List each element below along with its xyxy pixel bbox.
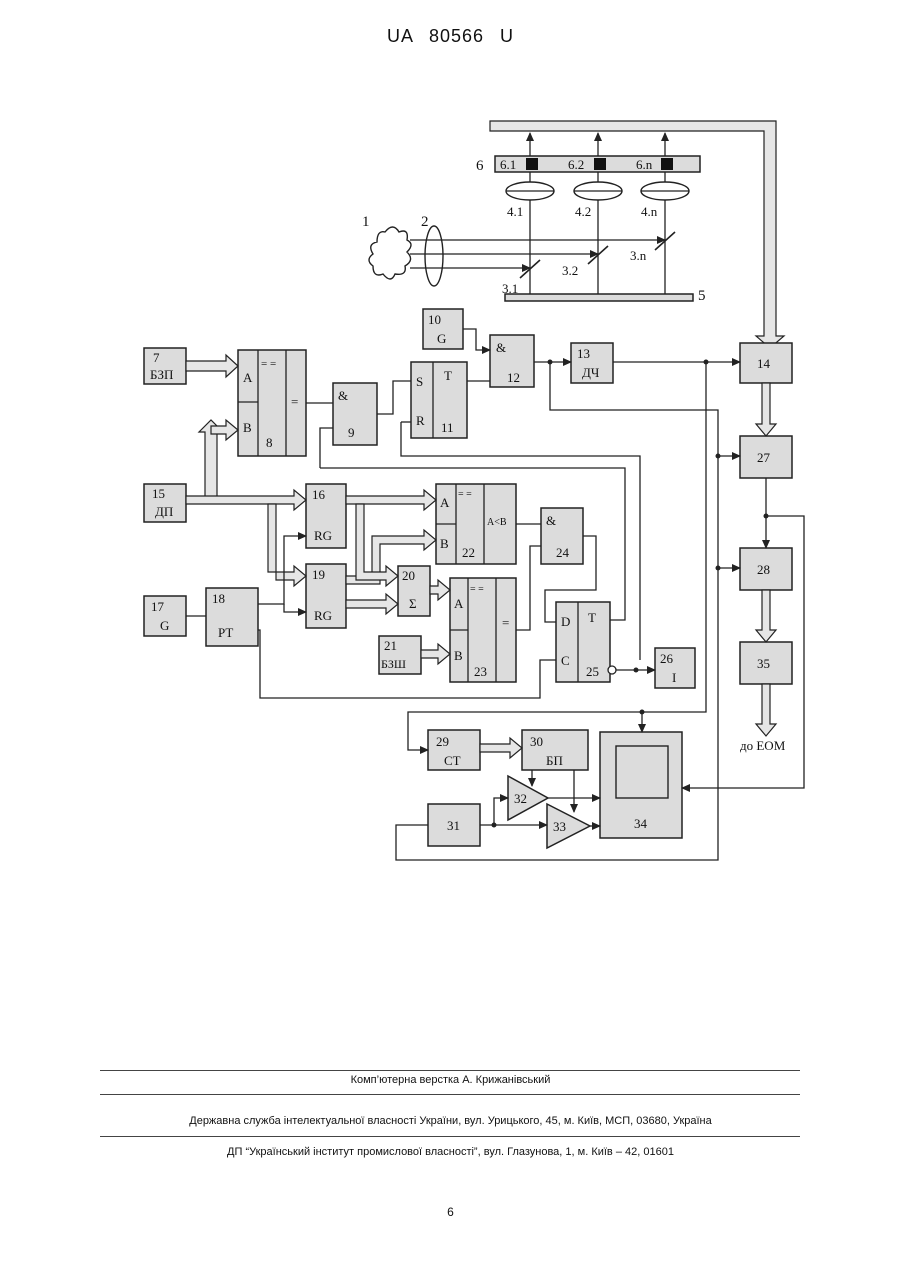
- block-26-num: 26: [660, 651, 674, 666]
- block-32-num: 32: [514, 791, 527, 806]
- block-11-r: R: [416, 413, 425, 428]
- block-22-num: 22: [462, 545, 475, 560]
- block-23-a: A: [454, 596, 464, 611]
- block-22-eq: = =: [458, 489, 472, 500]
- label-5: 5: [698, 288, 706, 304]
- block-8-out: =: [291, 394, 298, 409]
- sensor-6-n: [661, 158, 673, 170]
- block-16-num: 16: [312, 487, 326, 502]
- label-6-n: 6.n: [636, 157, 653, 172]
- block-18-num: 18: [212, 591, 225, 606]
- block-8-num: 8: [266, 435, 273, 450]
- block-11-num: 11: [441, 420, 454, 435]
- block-11-s: S: [416, 374, 423, 389]
- label-3-n: 3.n: [630, 248, 647, 263]
- label-4-2: 4.2: [575, 204, 591, 219]
- block-29-num: 29: [436, 734, 449, 749]
- footer-institute: ДП “Український інститут промислової вла…: [0, 1146, 901, 1158]
- block-24-num: 24: [556, 545, 570, 560]
- block-12-num: 12: [507, 370, 520, 385]
- block-26-text: I: [672, 670, 676, 685]
- block-30-text: БП: [546, 753, 563, 768]
- block-9-num: 9: [348, 425, 355, 440]
- block-25-c: C: [561, 653, 570, 668]
- label-2: 2: [421, 214, 429, 230]
- block-16-text: RG: [314, 528, 332, 543]
- block-23-b: B: [454, 648, 463, 663]
- block-22-out: A<B: [487, 517, 507, 528]
- block-18-text: РТ: [218, 625, 233, 640]
- to-computer-label: до ЕОМ: [740, 738, 786, 753]
- block-25-inverse-output: [608, 666, 616, 674]
- block-35-num: 35: [757, 656, 770, 671]
- block-21-text: БЗШ: [381, 657, 406, 671]
- block-15-text: ДП: [155, 504, 173, 519]
- footer-rule-3: [100, 1136, 800, 1137]
- block-17-text: G: [160, 618, 169, 633]
- blocks: 7 БЗП A B = = = 8 & 9 10 G S R T 11 & 12…: [144, 309, 792, 848]
- block-25-t: T: [588, 610, 596, 625]
- block-19-text: RG: [314, 608, 332, 623]
- label-6: 6: [476, 158, 484, 174]
- block-7-text: БЗП: [150, 367, 173, 382]
- label-1: 1: [362, 214, 370, 230]
- sensor-6-2: [594, 158, 606, 170]
- footer-rule-1: [100, 1070, 800, 1071]
- block-28-num: 28: [757, 562, 770, 577]
- block-34-num: 34: [634, 816, 648, 831]
- block-25-num: 25: [586, 664, 599, 679]
- block-19-num: 19: [312, 567, 325, 582]
- display-screen: [616, 746, 668, 798]
- page-number: 6: [0, 1205, 901, 1219]
- block-17-num: 17: [151, 599, 165, 614]
- object-1: [369, 227, 411, 279]
- block-11-t: T: [444, 368, 452, 383]
- block-20-num: 20: [402, 568, 415, 583]
- block-13-text: ДЧ: [582, 365, 600, 380]
- block-10-text: G: [437, 331, 446, 346]
- block-27-num: 27: [757, 450, 771, 465]
- block-29-text: СТ: [444, 753, 461, 768]
- block-15-num: 15: [152, 486, 165, 501]
- block-8-a: A: [243, 370, 253, 385]
- block-23-num: 23: [474, 664, 487, 679]
- block-31-num: 31: [447, 818, 460, 833]
- sensor-6-1: [526, 158, 538, 170]
- block-23-eq: = =: [470, 584, 484, 595]
- label-6-1: 6.1: [500, 157, 516, 172]
- block-12-sym: &: [496, 340, 506, 355]
- block-8-b: B: [243, 420, 252, 435]
- label-4-1: 4.1: [507, 204, 523, 219]
- block-30-num: 30: [530, 734, 543, 749]
- block-20-text: Σ: [409, 596, 417, 611]
- label-4-n: 4.n: [641, 204, 658, 219]
- block-10-num: 10: [428, 312, 441, 327]
- base-5: [505, 294, 693, 301]
- block-22-a: A: [440, 495, 450, 510]
- footer-rule-2: [100, 1094, 800, 1095]
- lens-2: [425, 226, 443, 286]
- footer-typesetter: Комп’ютерна верстка А. Крижанівський: [0, 1074, 901, 1086]
- block-8-eq: = =: [261, 358, 276, 370]
- block-33-num: 33: [553, 819, 566, 834]
- block-22-b: B: [440, 536, 449, 551]
- block-13-num: 13: [577, 346, 590, 361]
- block-25-d: D: [561, 614, 570, 629]
- label-6-2: 6.2: [568, 157, 584, 172]
- top-bus-arrow: [490, 121, 784, 348]
- footer-agency: Державна служба інтелектуальної власност…: [0, 1115, 901, 1127]
- block-21-num: 21: [384, 638, 397, 653]
- block-7-num: 7: [153, 350, 160, 365]
- label-3-2: 3.2: [562, 263, 578, 278]
- block-14-num: 14: [757, 356, 771, 371]
- block-9-sym: &: [338, 388, 348, 403]
- block-23-out: =: [502, 615, 509, 630]
- block-24-sym: &: [546, 513, 556, 528]
